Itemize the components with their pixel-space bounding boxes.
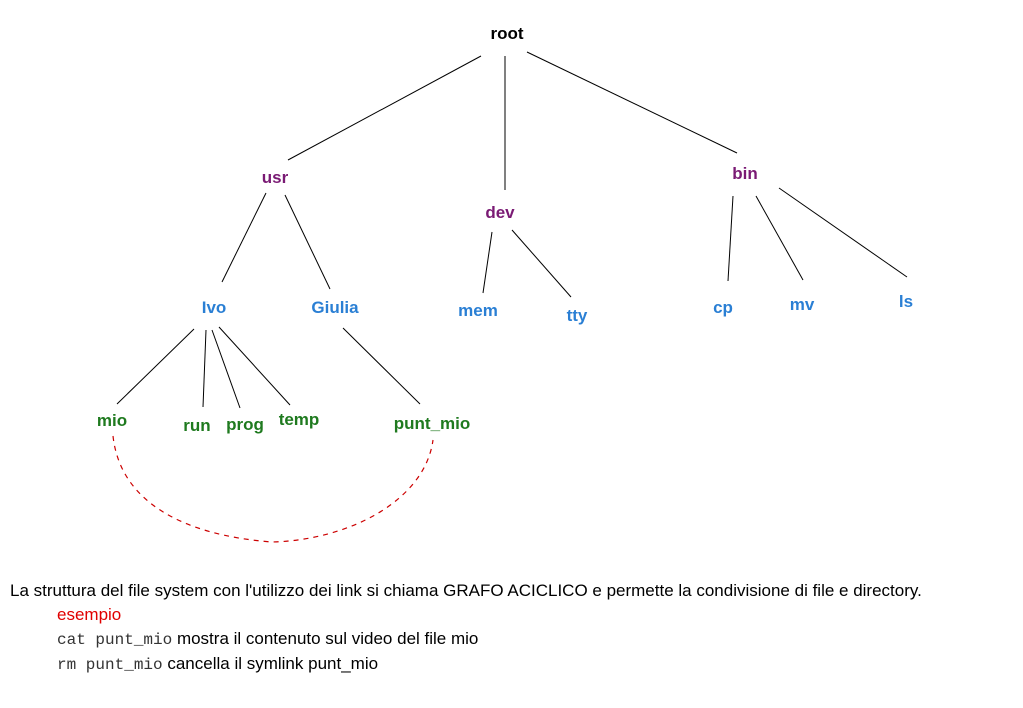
- edge-ivo-prog: [211, 329, 241, 409]
- edge-giulia-punt-mio: [342, 327, 421, 405]
- example-label: esempio: [57, 605, 122, 624]
- node-bin: bin: [732, 164, 758, 183]
- command-cat: cat punt_mio: [57, 631, 173, 649]
- example-line-1: cat punt_mio mostra il contenuto sul vid…: [10, 627, 1010, 652]
- node-dev: dev: [485, 203, 515, 222]
- node-mio: mio: [97, 411, 127, 430]
- edge-dev-mem: [482, 231, 493, 294]
- edge-ivo-mio: [116, 328, 195, 405]
- edge-bin-mv: [755, 195, 804, 281]
- node-run: run: [183, 416, 210, 435]
- node-mv: mv: [790, 295, 815, 314]
- command-rm: rm punt_mio: [57, 656, 163, 674]
- node-ls: ls: [899, 292, 913, 311]
- node-tty: tty: [567, 306, 588, 325]
- edge-bin-cp: [727, 195, 734, 282]
- edge-dev-tty: [511, 229, 572, 298]
- edge-root-bin: [526, 51, 738, 154]
- node-temp: temp: [279, 410, 320, 429]
- node-root: root: [490, 24, 523, 43]
- node-ivo: Ivo: [202, 298, 227, 317]
- edge-usr-ivo: [221, 192, 267, 283]
- node-mem: mem: [458, 301, 498, 320]
- node-usr: usr: [262, 168, 289, 187]
- caption-paragraph: La struttura del file system con l'utili…: [10, 581, 922, 600]
- edge-bin-ls: [778, 187, 908, 278]
- node-prog: prog: [226, 415, 264, 434]
- symlink-curve: [112, 435, 434, 543]
- edge-ivo-run: [202, 329, 207, 408]
- node-giulia: Giulia: [311, 298, 359, 317]
- edge-usr-giulia: [284, 194, 331, 290]
- command-cat-description: mostra il contenuto sul video del file m…: [172, 629, 479, 648]
- edge-ivo-temp: [218, 326, 291, 406]
- directory-tree-diagram: root usr dev bin Ivo Giulia mem tty cp m…: [97, 24, 913, 543]
- command-rm-description: cancella il symlink punt_mio: [162, 654, 379, 673]
- node-punt-mio: punt_mio: [394, 414, 471, 433]
- edge-root-usr: [287, 55, 482, 161]
- node-cp: cp: [713, 298, 733, 317]
- example-line-2: rm punt_mio cancella il symlink punt_mio: [10, 652, 1010, 677]
- caption: La struttura del file system con l'utili…: [10, 579, 1010, 677]
